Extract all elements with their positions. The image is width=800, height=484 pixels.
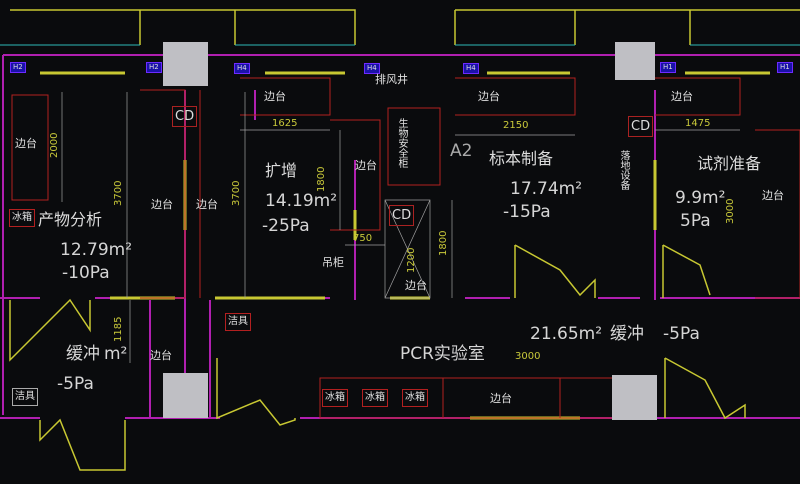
tag-h4: H4 <box>463 63 479 74</box>
tag-h4: H4 <box>364 63 380 74</box>
bench-label: 边台 <box>151 198 173 211</box>
dimension-label: 1185 <box>113 316 124 342</box>
cleaning-label: 洁具 <box>12 388 38 406</box>
shaft-block <box>615 42 655 80</box>
room-area: 14.19m² <box>265 191 338 211</box>
dimension-label: 3000 <box>725 198 736 224</box>
bench-label: 边台 <box>478 90 500 103</box>
tag-h2: H2 <box>146 62 162 73</box>
cd-unit: CD <box>172 106 198 127</box>
room-name-product-analysis: 产物分析 <box>38 210 103 229</box>
room-code: A2 <box>450 141 473 161</box>
dimension-label: 1800 <box>316 166 327 192</box>
room-area: 21.65m² <box>530 324 603 344</box>
room-name-buffer: 缓冲 <box>610 324 644 344</box>
room-area: 12.79m² <box>60 240 133 260</box>
room-name-amplification: 扩增 <box>265 161 298 180</box>
bench-label: 边台 <box>671 90 693 103</box>
bench-label: 边台 <box>490 392 512 405</box>
bench-label: 边台 <box>150 349 172 362</box>
dimension-label: 1200 <box>406 247 417 273</box>
tag-h2: H2 <box>10 62 26 73</box>
bench-label: 边台 <box>15 137 37 150</box>
shaft-block <box>163 373 208 418</box>
tag-h1: H1 <box>777 62 793 73</box>
room-pressure: -10Pa <box>62 263 110 283</box>
shaft-block <box>612 375 657 420</box>
dimension-label: 750 <box>353 233 373 244</box>
room-area: m² <box>104 344 128 364</box>
dimension-label: 3700 <box>231 180 242 206</box>
room-name-reagent-prep: 试剂准备 <box>697 154 762 173</box>
tag-h1: H1 <box>660 62 676 73</box>
bench-label: 边台 <box>405 279 427 292</box>
hanging-cabinet-label: 吊柜 <box>322 256 344 269</box>
dimension-label: 1625 <box>272 118 298 129</box>
cd-unit: CD <box>628 116 654 137</box>
bench-label: 边台 <box>355 159 377 172</box>
bench-label: 边台 <box>264 90 286 103</box>
dimension-label: 3000 <box>515 351 541 362</box>
room-area: 17.74m² <box>510 179 583 199</box>
room-name-pcr-lab: PCR实验室 <box>400 344 485 364</box>
room-pressure: -5Pa <box>663 324 700 344</box>
fridge-label: 冰箱 <box>9 209 35 227</box>
room-name-sample-prep: 标本制备 <box>489 149 554 168</box>
room-name-buffer: 缓冲 <box>66 344 100 364</box>
room-pressure: 5Pa <box>680 211 711 231</box>
tag-h4: H4 <box>234 63 250 74</box>
fridge-label: 冰箱 <box>362 389 388 407</box>
bench-label: 边台 <box>196 198 218 211</box>
fridge-label: 冰箱 <box>402 389 428 407</box>
shaft-block <box>163 42 208 86</box>
biosafety-cabinet-label: 生物安全柜 <box>396 118 407 168</box>
dimension-label: 1800 <box>438 230 449 256</box>
room-area: 9.9m² <box>675 188 726 208</box>
fridge-label: 冰箱 <box>322 389 348 407</box>
room-pressure: -5Pa <box>57 374 94 394</box>
room-pressure: -25Pa <box>262 216 310 236</box>
cleaning-label: 洁具 <box>225 313 251 331</box>
dimension-label: 2000 <box>49 132 60 158</box>
cd-unit: CD <box>389 205 415 226</box>
bench-label: 边台 <box>762 189 784 202</box>
exhaust-shaft-label: 排风井 <box>375 73 408 86</box>
dimension-label: 1475 <box>685 118 711 129</box>
room-pressure: -15Pa <box>503 202 551 222</box>
dimension-label: 2150 <box>503 120 529 131</box>
dimension-label: 3700 <box>113 180 124 206</box>
floor-equipment-label: 落地设备 <box>618 150 629 190</box>
